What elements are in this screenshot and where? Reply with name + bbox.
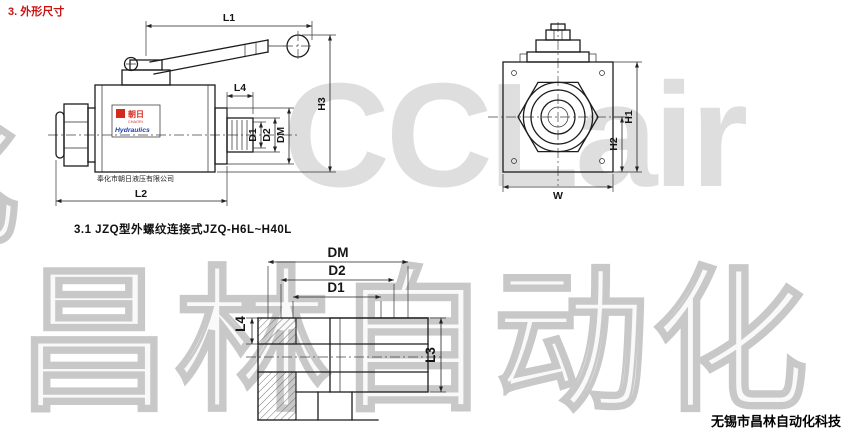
dim-label-DM-side: DM xyxy=(275,127,287,144)
figure-caption: 3.1 JZQ型外螺纹连接式JZQ-H6L~H40L xyxy=(74,224,292,236)
section-view: DM D2 D1 L4 xyxy=(233,245,446,421)
dim-D2-section: D2 xyxy=(280,263,395,318)
dim-label-L4-section: L4 xyxy=(233,316,248,332)
dim-D1-section: D1 xyxy=(292,280,382,318)
dim-D2-side: D2 xyxy=(253,117,280,153)
watermark-text-cclair: CCLair xyxy=(283,53,747,218)
manufacturer-label: 奉化市朝日液压有限公司 xyxy=(97,174,174,183)
dim-W: W xyxy=(502,174,614,202)
dim-label-L2: L2 xyxy=(135,188,147,200)
handle-lever xyxy=(149,31,313,75)
dim-label-W: W xyxy=(553,190,563,202)
brand-name-en: CHAORI xyxy=(128,120,143,124)
dim-DM-section: DM xyxy=(267,245,409,318)
brand-tagline: Hydraulics xyxy=(115,127,150,134)
dim-L4-section: L4 xyxy=(233,316,258,345)
brand-name-cn: 朝日 xyxy=(128,109,144,119)
right-threaded-port xyxy=(214,107,254,165)
hex-port-face xyxy=(517,81,599,153)
brand-plate: 朝日 CHAORI Hydraulics xyxy=(111,104,161,138)
dim-DM-side: DM xyxy=(227,107,294,165)
valve-stem xyxy=(121,56,171,86)
watermark-text-changlin: 昌林自动化 xyxy=(16,256,811,430)
dim-H3: H3 xyxy=(217,34,336,173)
dim-label-L3: L3 xyxy=(423,347,438,363)
left-stud-end xyxy=(55,103,96,167)
dim-H1: H1 xyxy=(613,61,642,173)
watermark-fragment: 化 xyxy=(0,99,20,264)
dim-label-H2: H2 xyxy=(608,137,620,151)
fitting-outline xyxy=(257,317,429,421)
dim-label-D2-side: D2 xyxy=(261,128,273,142)
dim-L3: L3 xyxy=(423,317,446,393)
section-title: 3. 外形尺寸 xyxy=(8,6,65,18)
dim-label-DM-section: DM xyxy=(328,245,349,260)
dim-label-D2-section: D2 xyxy=(328,263,345,278)
dim-label-D1-side: D1 xyxy=(247,128,259,142)
front-view: W H2 H1 xyxy=(488,22,642,202)
dim-L2: L2 xyxy=(55,160,228,206)
dim-label-H1: H1 xyxy=(623,110,635,124)
brand-logo-mark xyxy=(116,109,125,118)
side-view: 朝日 CHAORI Hydraulics 奉化市朝日液压有限公司 L1 H3 xyxy=(48,12,336,206)
dim-label-L4-side: L4 xyxy=(234,82,246,94)
dim-label-D1-section: D1 xyxy=(327,280,345,295)
dim-label-H3: H3 xyxy=(316,97,328,111)
dim-L1: L1 xyxy=(145,12,313,56)
dim-L4-side: L4 xyxy=(226,82,254,114)
sectioned-block xyxy=(257,317,379,421)
valve-body xyxy=(94,84,216,173)
front-stem-assembly xyxy=(519,23,597,63)
dim-D1-side: D1 xyxy=(247,121,266,149)
dim-H2: H2 xyxy=(608,116,627,172)
footer-company: 无锡市昌林自动化科技 xyxy=(710,414,841,429)
dim-label-L1: L1 xyxy=(223,12,235,24)
